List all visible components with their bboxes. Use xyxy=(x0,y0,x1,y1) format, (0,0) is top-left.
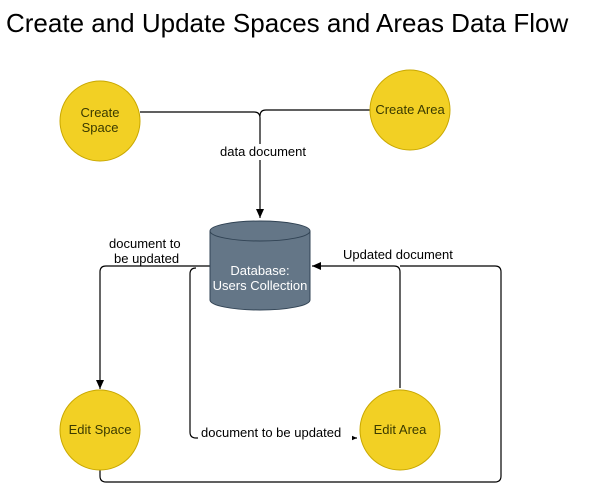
node-create-area: Create Area xyxy=(369,69,451,151)
edge-label-to-be-updated-line1: document to xyxy=(109,236,181,251)
edge-edit-space-to-db xyxy=(99,265,502,483)
edge-db-to-edit-space xyxy=(96,265,210,389)
node-edit-area-label: Edit Area xyxy=(374,422,428,437)
page-title: Create and Update Spaces and Areas Data … xyxy=(6,8,569,38)
node-create-space-line1: Create xyxy=(80,105,119,120)
node-database: Database: Users Collection xyxy=(209,220,311,311)
node-create-space-line2: Space xyxy=(82,120,119,135)
edge-edit-area-to-db xyxy=(312,262,401,388)
edge-create-area-to-db xyxy=(259,109,372,117)
edge-label-document-to-be-updated: document to be updated xyxy=(201,425,341,440)
node-edit-area: Edit Area xyxy=(359,389,441,471)
node-database-line1: Database: xyxy=(230,263,289,278)
node-edit-space-label: Edit Space xyxy=(69,422,132,437)
edge-db-to-edit-area xyxy=(189,267,357,442)
node-database-line2: Users Collection xyxy=(213,278,308,293)
node-create-area-label: Create Area xyxy=(375,102,445,117)
edge-label-data-document: data document xyxy=(220,144,306,159)
edge-label-to-be-updated-line2: be updated xyxy=(114,251,179,266)
edge-label-updated-document: Updated document xyxy=(343,247,453,262)
node-create-space: Create Space xyxy=(59,80,141,162)
node-edit-space: Edit Space xyxy=(59,389,141,471)
edge-create-space-to-db xyxy=(140,111,264,218)
